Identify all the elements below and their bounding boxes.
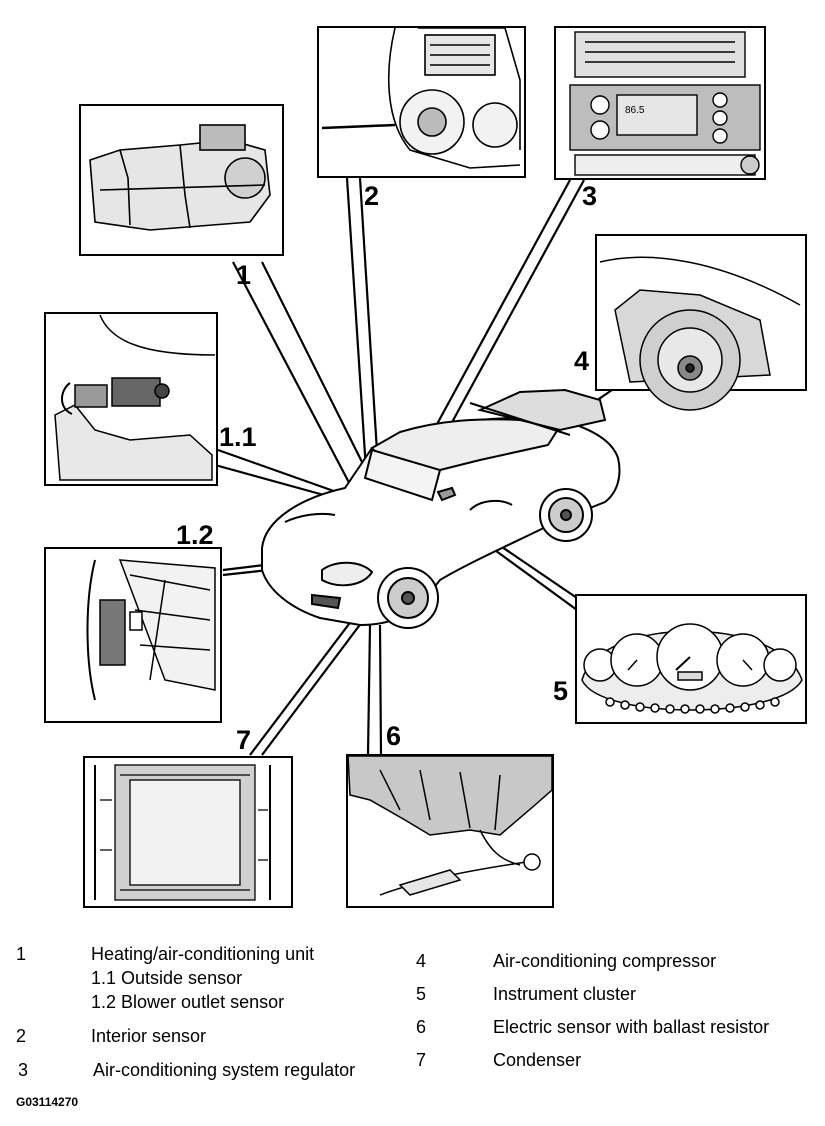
inset-blower-sensor [44, 547, 222, 723]
legend-num-2: 2 [16, 1026, 27, 1046]
legend-label-7: Condenser [493, 1050, 582, 1070]
svg-text:86.5: 86.5 [625, 105, 645, 116]
inset-electric-sensor [346, 754, 554, 908]
legend-num-5: 5 [416, 984, 427, 1004]
inset-condenser [83, 756, 293, 908]
callout-1-2: 1.2 [176, 520, 214, 550]
callout-1: 1 [236, 260, 251, 290]
legend-num-4: 4 [416, 951, 427, 971]
callout-2: 2 [364, 181, 379, 211]
legend-label-4: Air-conditioning compressor [493, 951, 717, 971]
figure-id: G03114270 [16, 1095, 79, 1109]
legend-label-1: Heating/air-conditioning unit [91, 944, 315, 964]
callout-4: 4 [574, 346, 589, 376]
callout-5: 5 [553, 676, 568, 706]
inset-heating-unit [79, 104, 284, 256]
inset-interior-sensor [317, 26, 526, 178]
legend-num-7: 7 [416, 1050, 427, 1070]
inset-outside-sensor [44, 312, 218, 486]
legend-num-1: 1 [16, 944, 27, 964]
legend-num-3: 3 [18, 1060, 29, 1080]
legend-num-6: 6 [416, 1017, 427, 1037]
callout-7: 7 [236, 725, 251, 755]
inset-ac-compressor [595, 234, 807, 411]
legend-label-5: Instrument cluster [493, 984, 637, 1004]
component-location-diagram: 86.5 [44, 26, 807, 908]
inset-instrument-cluster [575, 594, 807, 724]
legend-label-1-2: 1.2 Blower outlet sensor [91, 992, 285, 1012]
car-illustration [261, 388, 621, 629]
callout-3: 3 [582, 181, 597, 211]
legend-label-2: Interior sensor [91, 1026, 207, 1046]
legend-label-6: Electric sensor with ballast resistor [493, 1017, 770, 1037]
callout-6: 6 [386, 721, 401, 751]
legend-label-1-1: 1.1 Outside sensor [91, 968, 243, 988]
legend-label-3: Air-conditioning system regulator [93, 1060, 356, 1080]
inset-ac-regulator: 86.5 [554, 26, 766, 180]
callout-1-1: 1.1 [219, 422, 257, 452]
